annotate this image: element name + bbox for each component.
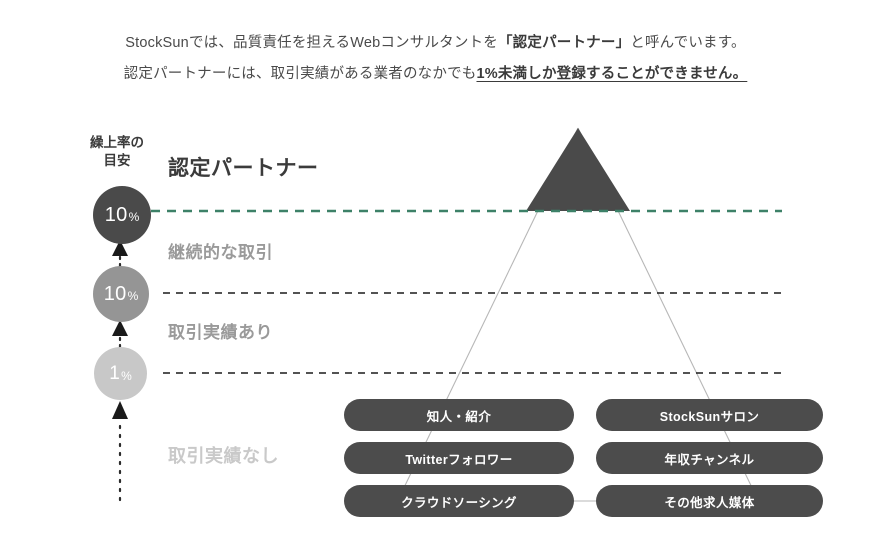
header-line-1-post: と呼んでいます。 [630,35,746,51]
source-pill-other-job-media[interactable]: その他求人媒体 [596,485,823,517]
header-line-2-pre: 認定パートナーには、取引実績がある業者のなかでも [123,66,477,82]
header-line-1: StockSunでは、品質責任を担えるWebコンサルタントを「認定パートナー」と… [0,28,871,59]
rate-circle-continuous: 10% [93,266,149,322]
tier-label-certified-partner: 認定パートナー [168,157,319,180]
progression-arrow-1 [112,240,128,256]
progression-arrow-2 [112,320,128,336]
tier-label-has-record: 取引実績あり [168,323,273,342]
source-pill-referral[interactable]: 知人・紹介 [344,399,574,431]
header-line-1-pre: StockSunでは、品質責任を担えるWebコンサルタントを [125,35,498,51]
rate-circle-certified-unit: % [128,210,140,224]
rate-circle-continuous-unit: % [127,289,139,303]
header-line-1-bold: 「認定パートナー」 [497,35,631,51]
header-line-2: 認定パートナーには、取引実績がある業者のなかでも1%未満しか登録することができま… [0,59,871,90]
progression-arrow-3 [112,401,128,419]
pyramid-apex-fill [526,128,630,211]
rate-circle-experienced-unit: % [121,368,132,383]
tier-label-continuous-deal: 継続的な取引 [168,243,273,262]
tier-label-no-record: 取引実績なし [168,446,279,466]
header-line-2-underline: 1%未満しか登録することができません。 [476,66,748,82]
rate-circle-certified: 10% [93,186,151,244]
rate-circle-experienced: 1% [94,347,147,400]
source-pill-twitter-followers[interactable]: Twitterフォロワー [344,442,574,474]
rate-circle-experienced-value: 1 [109,362,121,384]
rate-guide-caption: 繰上率の 目安 [90,135,144,168]
header-text-block: StockSunでは、品質責任を担えるWebコンサルタントを「認定パートナー」と… [0,28,871,90]
source-pill-crowdsourcing[interactable]: クラウドソーシング [344,485,574,517]
source-pill-stocksun-salon[interactable]: StockSunサロン [596,399,823,431]
source-pill-income-channel[interactable]: 年収チャンネル [596,442,823,474]
rate-circle-continuous-value: 10 [103,282,127,305]
rate-circle-certified-value: 10 [104,203,128,226]
